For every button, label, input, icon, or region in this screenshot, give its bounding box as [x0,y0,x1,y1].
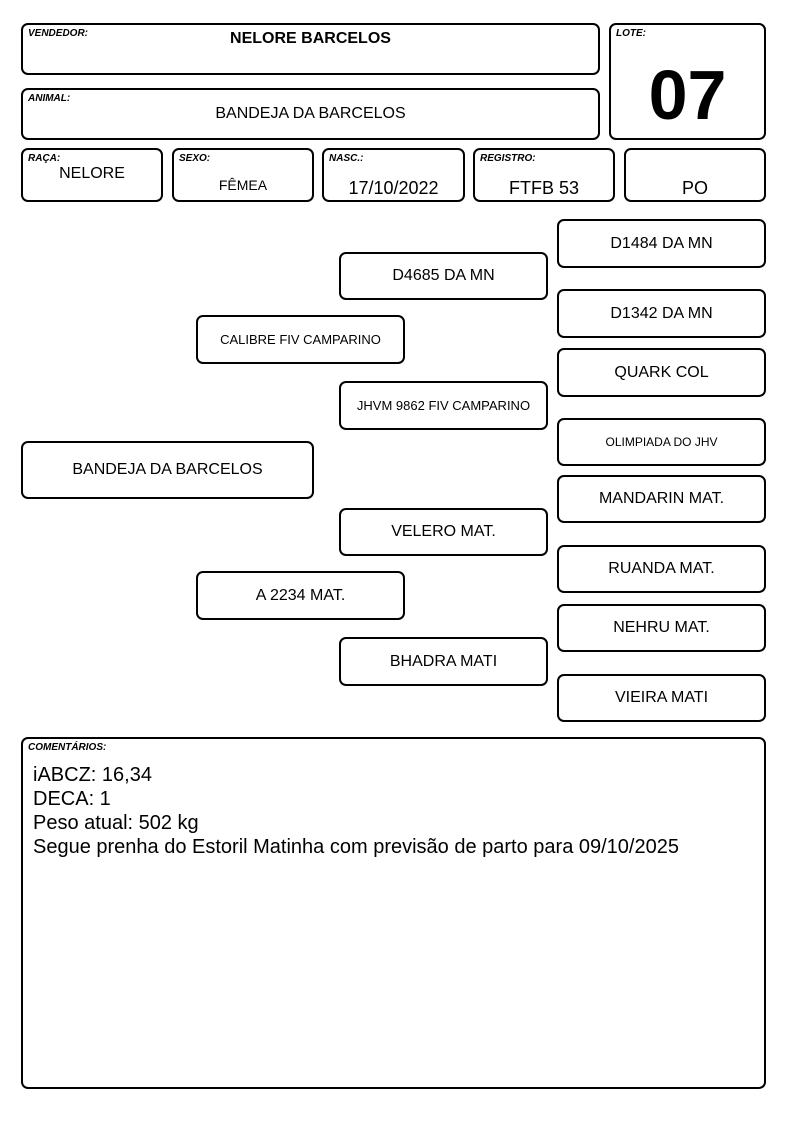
pedigree-sire-dam: JHVM 9862 FIV CAMPARINO [339,381,548,430]
pedigree-ggp-6: RUANDA MAT. [557,545,766,593]
pedigree-animal: BANDEJA DA BARCELOS [21,441,314,499]
breed-value: NELORE [59,165,125,182]
comments-box: COMENTÁRIOS: iABCZ: 16,34 DECA: 1 Peso a… [21,737,766,1089]
sex-box: SEXO: FÊMEA [172,148,314,202]
registry-value: FTFB 53 [508,178,579,198]
vendor-box: VENDEDOR: NELORE BARCELOS [21,23,600,75]
pedigree-ggp-4: OLIMPIADA DO JHV [557,418,766,466]
lot-box: LOTE: 07 [609,23,766,140]
pedigree-dam-sire: VELERO MAT. [339,508,548,556]
vendor-value: NELORE BARCELOS [230,30,391,47]
birth-date-label: NASC.: [329,153,364,164]
comments-text: iABCZ: 16,34 DECA: 1 Peso atual: 502 kg … [33,763,754,859]
comment-line: Segue prenha do Estoril Matinha com prev… [33,836,679,858]
sex-label: SEXO: [179,153,211,164]
birth-date-value: 17/10/2022 [348,178,439,198]
pedigree-ggp-3: QUARK COL [557,348,766,397]
category-value: PO [681,178,708,198]
pedigree-ggp-7: NEHRU MAT. [557,604,766,652]
breed-label: RAÇA: [28,153,61,164]
comment-line: Peso atual: 502 kg [33,812,199,834]
sex-value: FÊMEA [218,177,268,193]
pedigree-dam: A 2234 MAT. [196,571,405,620]
lot-label: LOTE: [616,28,646,39]
registry-label: REGISTRO: [480,153,536,164]
animal-label: ANIMAL: [28,93,71,104]
category-box: PO [624,148,766,202]
comment-line: DECA: 1 [33,788,111,810]
animal-value: BANDEJA DA BARCELOS [215,105,406,122]
pedigree-ggp-8: VIEIRA MATI [557,674,766,722]
comment-line: iABCZ: 16,34 [33,764,152,786]
pedigree-dam-dam: BHADRA MATI [339,637,548,686]
animal-box: ANIMAL: BANDEJA DA BARCELOS [21,88,600,140]
comments-label: COMENTÁRIOS: [28,742,107,753]
pedigree-ggp-5: MANDARIN MAT. [557,475,766,523]
birth-date-box: NASC.: 17/10/2022 [322,148,465,202]
pedigree-sire: CALIBRE FIV CAMPARINO [196,315,405,364]
pedigree-sire-sire: D4685 DA MN [339,252,548,300]
breed-box: RAÇA: NELORE [21,148,163,202]
registry-box: REGISTRO: FTFB 53 [473,148,615,202]
lot-number: 07 [648,56,727,134]
pedigree-ggp-2: D1342 DA MN [557,289,766,338]
pedigree-ggp-1: D1484 DA MN [557,219,766,268]
vendor-label: VENDEDOR: [28,28,89,39]
